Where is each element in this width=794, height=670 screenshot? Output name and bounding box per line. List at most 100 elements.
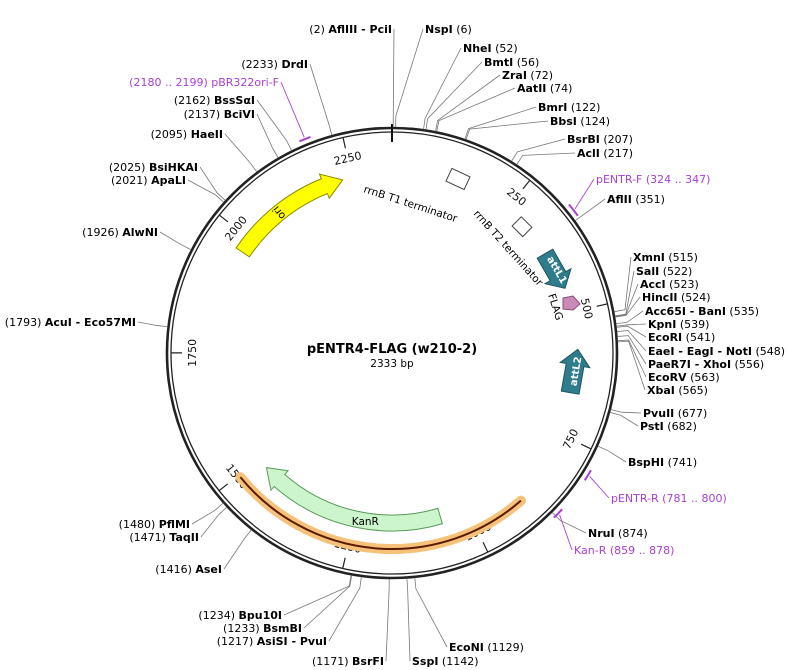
enzyme-site-label[interactable]: (1926) AlwNI bbox=[82, 226, 158, 239]
enzyme-position: (1471) bbox=[129, 531, 169, 544]
enzyme-site-label[interactable]: HincII (524) bbox=[642, 291, 711, 304]
enzyme-site-label[interactable]: (1480) PflMI bbox=[119, 518, 190, 531]
enzyme-site-label[interactable]: (2137) BciVI bbox=[184, 108, 255, 121]
enzyme-name: BsrFI bbox=[352, 655, 384, 668]
enzyme-position: (2) bbox=[309, 23, 328, 36]
kanr-strand-line bbox=[239, 476, 522, 550]
primer-label[interactable]: Kan-R (859 .. 878) bbox=[574, 544, 674, 557]
enzyme-site-label[interactable]: (2162) BssSαI bbox=[174, 94, 255, 107]
leader-line bbox=[465, 120, 549, 140]
enzyme-position: (2162) bbox=[174, 94, 214, 107]
rrnb-t2-terminator[interactable] bbox=[511, 216, 533, 238]
enzyme-site-label[interactable]: AclI (217) bbox=[577, 147, 633, 160]
enzyme-site-label[interactable]: BmrI (122) bbox=[538, 101, 600, 114]
tick-label: 1750 bbox=[186, 339, 199, 367]
primer-mark[interactable] bbox=[299, 135, 311, 143]
enzyme-name: EaeI - EagI - NotI bbox=[648, 345, 752, 358]
ori-arrow[interactable] bbox=[235, 173, 344, 258]
enzyme-site-label[interactable]: PstI (682) bbox=[640, 420, 697, 433]
enzyme-name: BsiHKAI bbox=[149, 161, 198, 174]
leader-line bbox=[425, 61, 483, 130]
enzyme-name: BbsI bbox=[550, 115, 577, 128]
enzyme-site-label[interactable]: (1217) AsiSI - PvuI bbox=[217, 635, 327, 648]
enzyme-site-label[interactable]: SspI (1142) bbox=[412, 655, 479, 668]
primer-label[interactable]: (2180 .. 2199) pBR322ori-F bbox=[129, 76, 279, 89]
enzyme-site-label[interactable]: (2095) HaeII bbox=[151, 128, 223, 141]
leader-line bbox=[516, 152, 576, 165]
attl1-feature[interactable]: attL1 bbox=[532, 246, 578, 296]
enzyme-site-label[interactable]: BspHI (741) bbox=[628, 456, 697, 469]
enzyme-name: AatII bbox=[517, 82, 546, 95]
enzyme-site-label[interactable]: Acc65I - BanI (535) bbox=[645, 305, 759, 318]
enzyme-site-label[interactable]: EaeI - EagI - NotI (548) bbox=[648, 345, 785, 358]
enzyme-site-label[interactable]: AccI (523) bbox=[640, 278, 699, 291]
primer-mark[interactable] bbox=[553, 508, 563, 519]
attl2-feature[interactable]: attL2 bbox=[555, 347, 592, 396]
tick-1500 bbox=[218, 483, 229, 492]
enzyme-position: (522) bbox=[659, 265, 692, 278]
enzyme-name: BsmBI bbox=[263, 622, 302, 635]
primer-mark[interactable] bbox=[583, 469, 592, 481]
enzyme-position: (541) bbox=[682, 331, 715, 344]
enzyme-site-label[interactable]: EcoRI (541) bbox=[648, 331, 715, 344]
leader-line bbox=[159, 231, 192, 251]
enzyme-site-label[interactable]: EcoNI (1129) bbox=[449, 641, 524, 654]
primer-label[interactable]: pENTR-R (781 .. 800) bbox=[611, 492, 727, 505]
leader-line bbox=[309, 63, 333, 136]
enzyme-site-label[interactable]: KpnI (539) bbox=[648, 318, 709, 331]
leader-line bbox=[616, 310, 644, 325]
enzyme-site-label[interactable]: XbaI (565) bbox=[647, 384, 708, 397]
enzyme-site-label[interactable]: BsrBI (207) bbox=[567, 133, 633, 146]
enzyme-site-label[interactable]: BmtI (56) bbox=[484, 56, 539, 69]
enzyme-site-label[interactable]: (2021) ApaLI bbox=[111, 174, 186, 187]
attl2-label: attL2 bbox=[568, 356, 584, 387]
enzyme-position: (207) bbox=[600, 133, 633, 146]
kanr-arrow[interactable] bbox=[265, 467, 443, 532]
leader-line bbox=[199, 166, 226, 201]
enzyme-name: BssSαI bbox=[214, 94, 255, 107]
flag-feature[interactable] bbox=[562, 295, 581, 311]
enzyme-site-label[interactable]: PvuII (677) bbox=[643, 407, 707, 420]
enzyme-site-label[interactable]: (2233) DrdI bbox=[241, 58, 308, 71]
leader-line bbox=[616, 325, 647, 338]
primer-label[interactable]: pENTR-F (324 .. 347) bbox=[596, 173, 710, 186]
enzyme-site-label[interactable]: (1471) TaqII bbox=[129, 531, 199, 544]
enzyme-site-label[interactable]: NruI (874) bbox=[588, 527, 648, 540]
enzyme-position: (548) bbox=[752, 345, 785, 358]
enzyme-site-label[interactable]: (1416) AseI bbox=[155, 563, 222, 576]
enzyme-position: (217) bbox=[600, 147, 633, 160]
enzyme-site-label[interactable]: SalI (522) bbox=[636, 265, 692, 278]
enzyme-site-label[interactable]: (2) AflIII - PciI bbox=[309, 23, 392, 36]
enzyme-position: (1171) bbox=[312, 655, 352, 668]
enzyme-site-label[interactable]: AatII (74) bbox=[517, 82, 572, 95]
leader-line bbox=[614, 256, 632, 313]
enzyme-site-label[interactable]: NspI (6) bbox=[425, 23, 472, 36]
enzyme-site-label[interactable]: XmnI (515) bbox=[633, 251, 698, 264]
rrnb-t1-label: rrnB T1 terminator bbox=[362, 183, 459, 225]
primer-mark[interactable] bbox=[568, 203, 579, 217]
enzyme-site-label[interactable]: EcoRV (563) bbox=[648, 371, 720, 384]
enzyme-position: (2233) bbox=[241, 58, 281, 71]
rrnb-t1-terminator[interactable] bbox=[445, 167, 471, 191]
enzyme-position: (1416) bbox=[155, 563, 195, 576]
leader-line bbox=[617, 335, 647, 365]
leader-line bbox=[617, 339, 647, 378]
enzyme-position: (539) bbox=[676, 318, 709, 331]
enzyme-site-label[interactable]: AflII (351) bbox=[607, 193, 665, 206]
enzyme-position: (72) bbox=[527, 69, 553, 82]
enzyme-site-label[interactable]: (1171) BsrFI bbox=[312, 655, 384, 668]
enzyme-name: AflIII - PciI bbox=[328, 23, 392, 36]
enzyme-site-label[interactable]: (1233) BsmBI bbox=[223, 622, 302, 635]
enzyme-site-label[interactable]: PaeR7I - XhoI (556) bbox=[648, 358, 764, 371]
enzyme-position: (122) bbox=[567, 101, 600, 114]
enzyme-name: Bpu10I bbox=[239, 609, 283, 622]
enzyme-site-label[interactable]: (2025) BsiHKAI bbox=[109, 161, 198, 174]
enzyme-site-label[interactable]: (1234) Bpu10I bbox=[198, 609, 282, 622]
enzyme-site-label[interactable]: NheI (52) bbox=[463, 42, 518, 55]
enzyme-site-label[interactable]: ZraI (72) bbox=[502, 69, 553, 82]
enzyme-site-label[interactable]: BbsI (124) bbox=[550, 115, 610, 128]
enzyme-site-label[interactable]: (1793) AcuI - Eco57MI bbox=[5, 316, 136, 329]
enzyme-name: AcuI - Eco57MI bbox=[45, 316, 136, 329]
enzyme-name: XmnI bbox=[633, 251, 665, 264]
enzyme-name: AclI bbox=[577, 147, 600, 160]
